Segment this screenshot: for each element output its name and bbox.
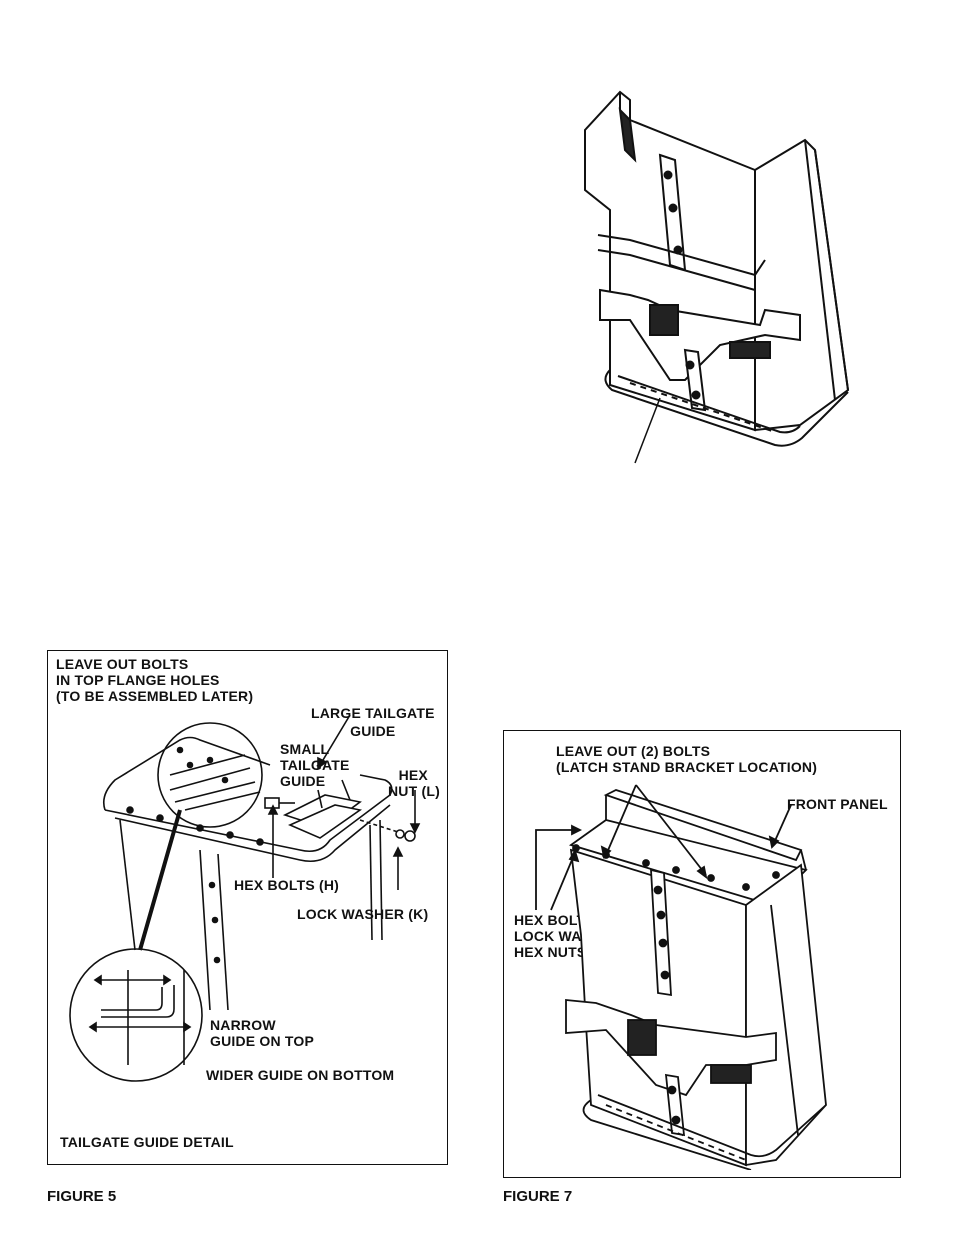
fig7-leave-out-line1: LEAVE OUT (2) BOLTS [556,743,711,759]
figure7-panel [503,730,901,1178]
fig5-leave-out-line1: LEAVE OUT BOLTS [56,656,189,672]
fig5-small-tailgate-label: SMALL TAILGATE GUIDE [280,741,350,789]
fig7-leave-out-label: LEAVE OUT (2) BOLTS (LATCH STAND BRACKET… [556,743,817,775]
figure5-panel [47,650,448,1165]
fig7-illustration [535,784,827,1170]
tailgate-guide-detail-circle [69,948,203,1082]
fig5-lock-washer-label: LOCK WASHER (K) [297,906,429,922]
fig5-small-tailgate-line3: GUIDE [280,773,326,789]
fig5-hex-nut-line1: HEX [398,767,428,783]
fig5-hex-nut-label: HEX NUT (L) [388,767,440,799]
fig5-narrow-line2: GUIDE ON TOP [210,1033,315,1049]
fig5-large-tailgate-line1: LARGE TAILGATE [311,705,435,721]
figure5-caption: FIGURE 5 [47,1188,117,1205]
fig5-hex-nut-line2: NUT (L) [388,783,440,799]
fig5-small-tailgate-line1: SMALL [280,741,330,757]
hopper-top-illustration [584,90,850,464]
fig5-small-tailgate-line2: TAILGATE [280,757,350,773]
fig5-narrow-label: NARROW GUIDE ON TOP [210,1017,314,1049]
fig5-leave-out-line3: (TO BE ASSEMBLED LATER) [56,688,254,704]
fig5-leave-out-line2: IN TOP FLANGE HOLES [56,672,220,688]
fig7-leave-out-line2: (LATCH STAND BRACKET LOCATION) [556,759,818,775]
fig5-hex-bolts-label: HEX BOLTS (H) [234,877,340,893]
fig5-wider-guide-label: WIDER GUIDE ON BOTTOM [206,1067,395,1083]
fig5-illustration [102,714,421,1011]
figure7-caption: FIGURE 7 [503,1188,573,1205]
fig5-large-tailgate-label: LARGE TAILGATE GUIDE [311,705,435,739]
fig7-front-panel-label: FRONT PANEL [787,796,888,812]
fig5-detail-title: TAILGATE GUIDE DETAIL [60,1134,234,1150]
fig5-large-tailgate-line2: GUIDE [350,723,396,739]
fig5-leave-out-label: LEAVE OUT BOLTS IN TOP FLANGE HOLES (TO … [56,656,253,704]
fig5-narrow-line1: NARROW [210,1017,276,1033]
